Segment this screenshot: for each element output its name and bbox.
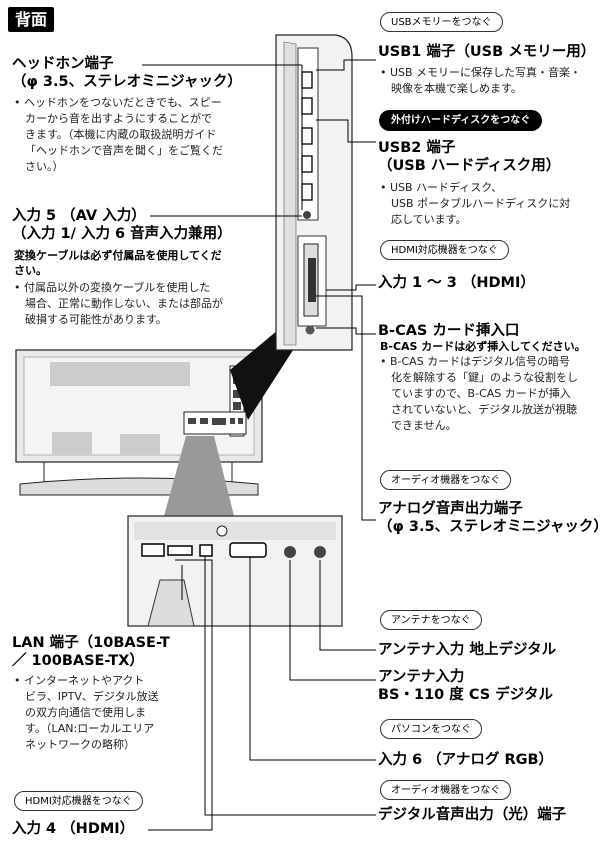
av5-desc: • 付属品以外の変換ケーブルを使用した 場合、正常に動作しない、または部品が 破… (14, 280, 254, 328)
input6-title: 入力 6 （アナログ RGB） (378, 752, 554, 768)
bcas-desc: • B-CAS カードはデジタル信号の暗号 化を解除する「鍵」のような役割をし … (380, 354, 604, 434)
section-title: 背面 (8, 7, 54, 32)
lan-line-2: ビラ、IPTV、デジタル放送 (25, 690, 159, 703)
leader-lines (142, 59, 376, 831)
lan-line-3: の双方向通信で使用しま (25, 706, 146, 719)
bottom-panel-enlarged (127, 515, 343, 627)
usb2-line-1: • USB ハードディスク、 (380, 181, 503, 194)
usb2-desc: • USB ハードディスク、 USB ポータブルハードディスクに対 応しています… (380, 180, 604, 228)
audio-pill-2: オーディオ機器をつなぐ (380, 780, 512, 800)
bcas-note: B-CAS カードは必ず挿入してください。 (380, 340, 586, 353)
pc-pill: パソコンをつなぐ (380, 719, 482, 739)
av5-title: 入力 5 （AV 入力） (12, 208, 146, 224)
headphone-line-2: カーから音を出すようにすることがで (25, 112, 213, 125)
digital-audio-title: デジタル音声出力（光）端子 (378, 807, 567, 823)
headphone-title: ヘッドホン端子 (12, 56, 114, 72)
bcas-line-5: できません。 (391, 419, 457, 432)
headphone-line-5: さい。） (25, 160, 64, 173)
headphone-line-3: きます。（本機に内蔵の取扱説明ガイド (25, 128, 217, 141)
av5-line-1: • 付属品以外の変換ケーブルを使用した (14, 281, 211, 294)
analog-audio-subtitle: （φ 3.5、ステレオミニジャック） (378, 519, 607, 535)
usb2-title: USB2 端子 (378, 140, 456, 156)
av5-line-3: 破損する可能性があります。 (25, 313, 167, 326)
hdmi-pill-left: HDMI対応機器をつなぐ (14, 791, 143, 811)
usb1-title: USB1 端子（USB メモリー用） (378, 44, 596, 60)
av5-line-2: 場合、正常に動作しない、または部品が (25, 297, 223, 310)
bcas-line-4: されていないと、デジタル放送が視聴 (391, 403, 578, 416)
analog-audio-title: アナログ音声出力端子 (378, 501, 523, 517)
av5-subtitle: （入力 1/ 入力 6 音声入力兼用） (12, 226, 232, 242)
lan-subtitle: ／ 100BASE-TX） (12, 653, 144, 669)
usb1-desc: • USB メモリーに保存した写真・音楽・ 映像を本機で楽しめます。 (380, 65, 604, 97)
usb1-line-2: 映像を本機で楽しめます。 (391, 82, 522, 95)
input4-title: 入力 4 （HDMI） (12, 821, 135, 837)
lan-line-4: す。（LAN:ローカルエリア (25, 722, 155, 735)
side-panel-enlarged (275, 34, 353, 351)
antenna-bs-title: アンテナ入力 (378, 669, 465, 685)
av5-note-2: さい。 (14, 264, 47, 277)
input13-title: 入力 1 ～ 3 （HDMI） (378, 275, 535, 291)
av5-note-1: 変換ケーブルは必ず付属品を使用してくだ (14, 249, 222, 262)
headphone-line-1: • ヘッドホンをつないだときでも、スピー (14, 96, 222, 109)
external-hdd-pill: 外付けハードディスクをつなぐ (379, 110, 543, 131)
antenna-bs-subtitle: BS・110 度 CS デジタル (378, 687, 553, 703)
audio-pill-1: オーディオ機器をつなぐ (380, 470, 512, 490)
bcas-line-2: 化を解除する「鍵」のような役割をし (391, 371, 578, 384)
usb2-subtitle: （USB ハードディスク用） (378, 158, 561, 174)
antenna-pill: アンテナをつなぐ (380, 610, 482, 630)
usb2-line-2: USB ポータブルハードディスクに対 (391, 197, 571, 210)
usb1-line-1: • USB メモリーに保存した写真・音楽・ (380, 66, 582, 79)
lan-line-5: ネットワークの略称） (25, 738, 135, 751)
bcas-title: B-CAS カード挿入口 (378, 323, 520, 339)
hdmi-pill-right: HDMI対応機器をつなぐ (380, 240, 509, 260)
usb-memory-pill: USBメモリーをつなぐ (380, 12, 503, 32)
lan-desc: • インターネットやアクト ビラ、IPTV、デジタル放送 の双方向通信で使用しま… (14, 673, 174, 753)
tv-rear-overview (15, 330, 306, 516)
lan-line-1: • インターネットやアクト (14, 674, 145, 687)
headphone-desc: • ヘッドホンをつないだときでも、スピー カーから音を出すようにすることがで き… (14, 95, 254, 175)
bcas-line-3: ていますので、B-CAS カードが挿入 (391, 387, 571, 400)
lan-title: LAN 端子（10BASE-T (12, 635, 170, 651)
bcas-line-1: • B-CAS カードはデジタル信号の暗号 (380, 355, 570, 368)
antenna-terrestrial: アンテナ入力 地上デジタル (378, 642, 557, 658)
headphone-subtitle: （φ 3.5、ステレオミニジャック） (12, 74, 242, 90)
headphone-line-4: 「ヘッドホンで音声を聞く」をご覧くだ (25, 144, 223, 157)
usb2-line-3: 応しています。 (391, 213, 467, 226)
